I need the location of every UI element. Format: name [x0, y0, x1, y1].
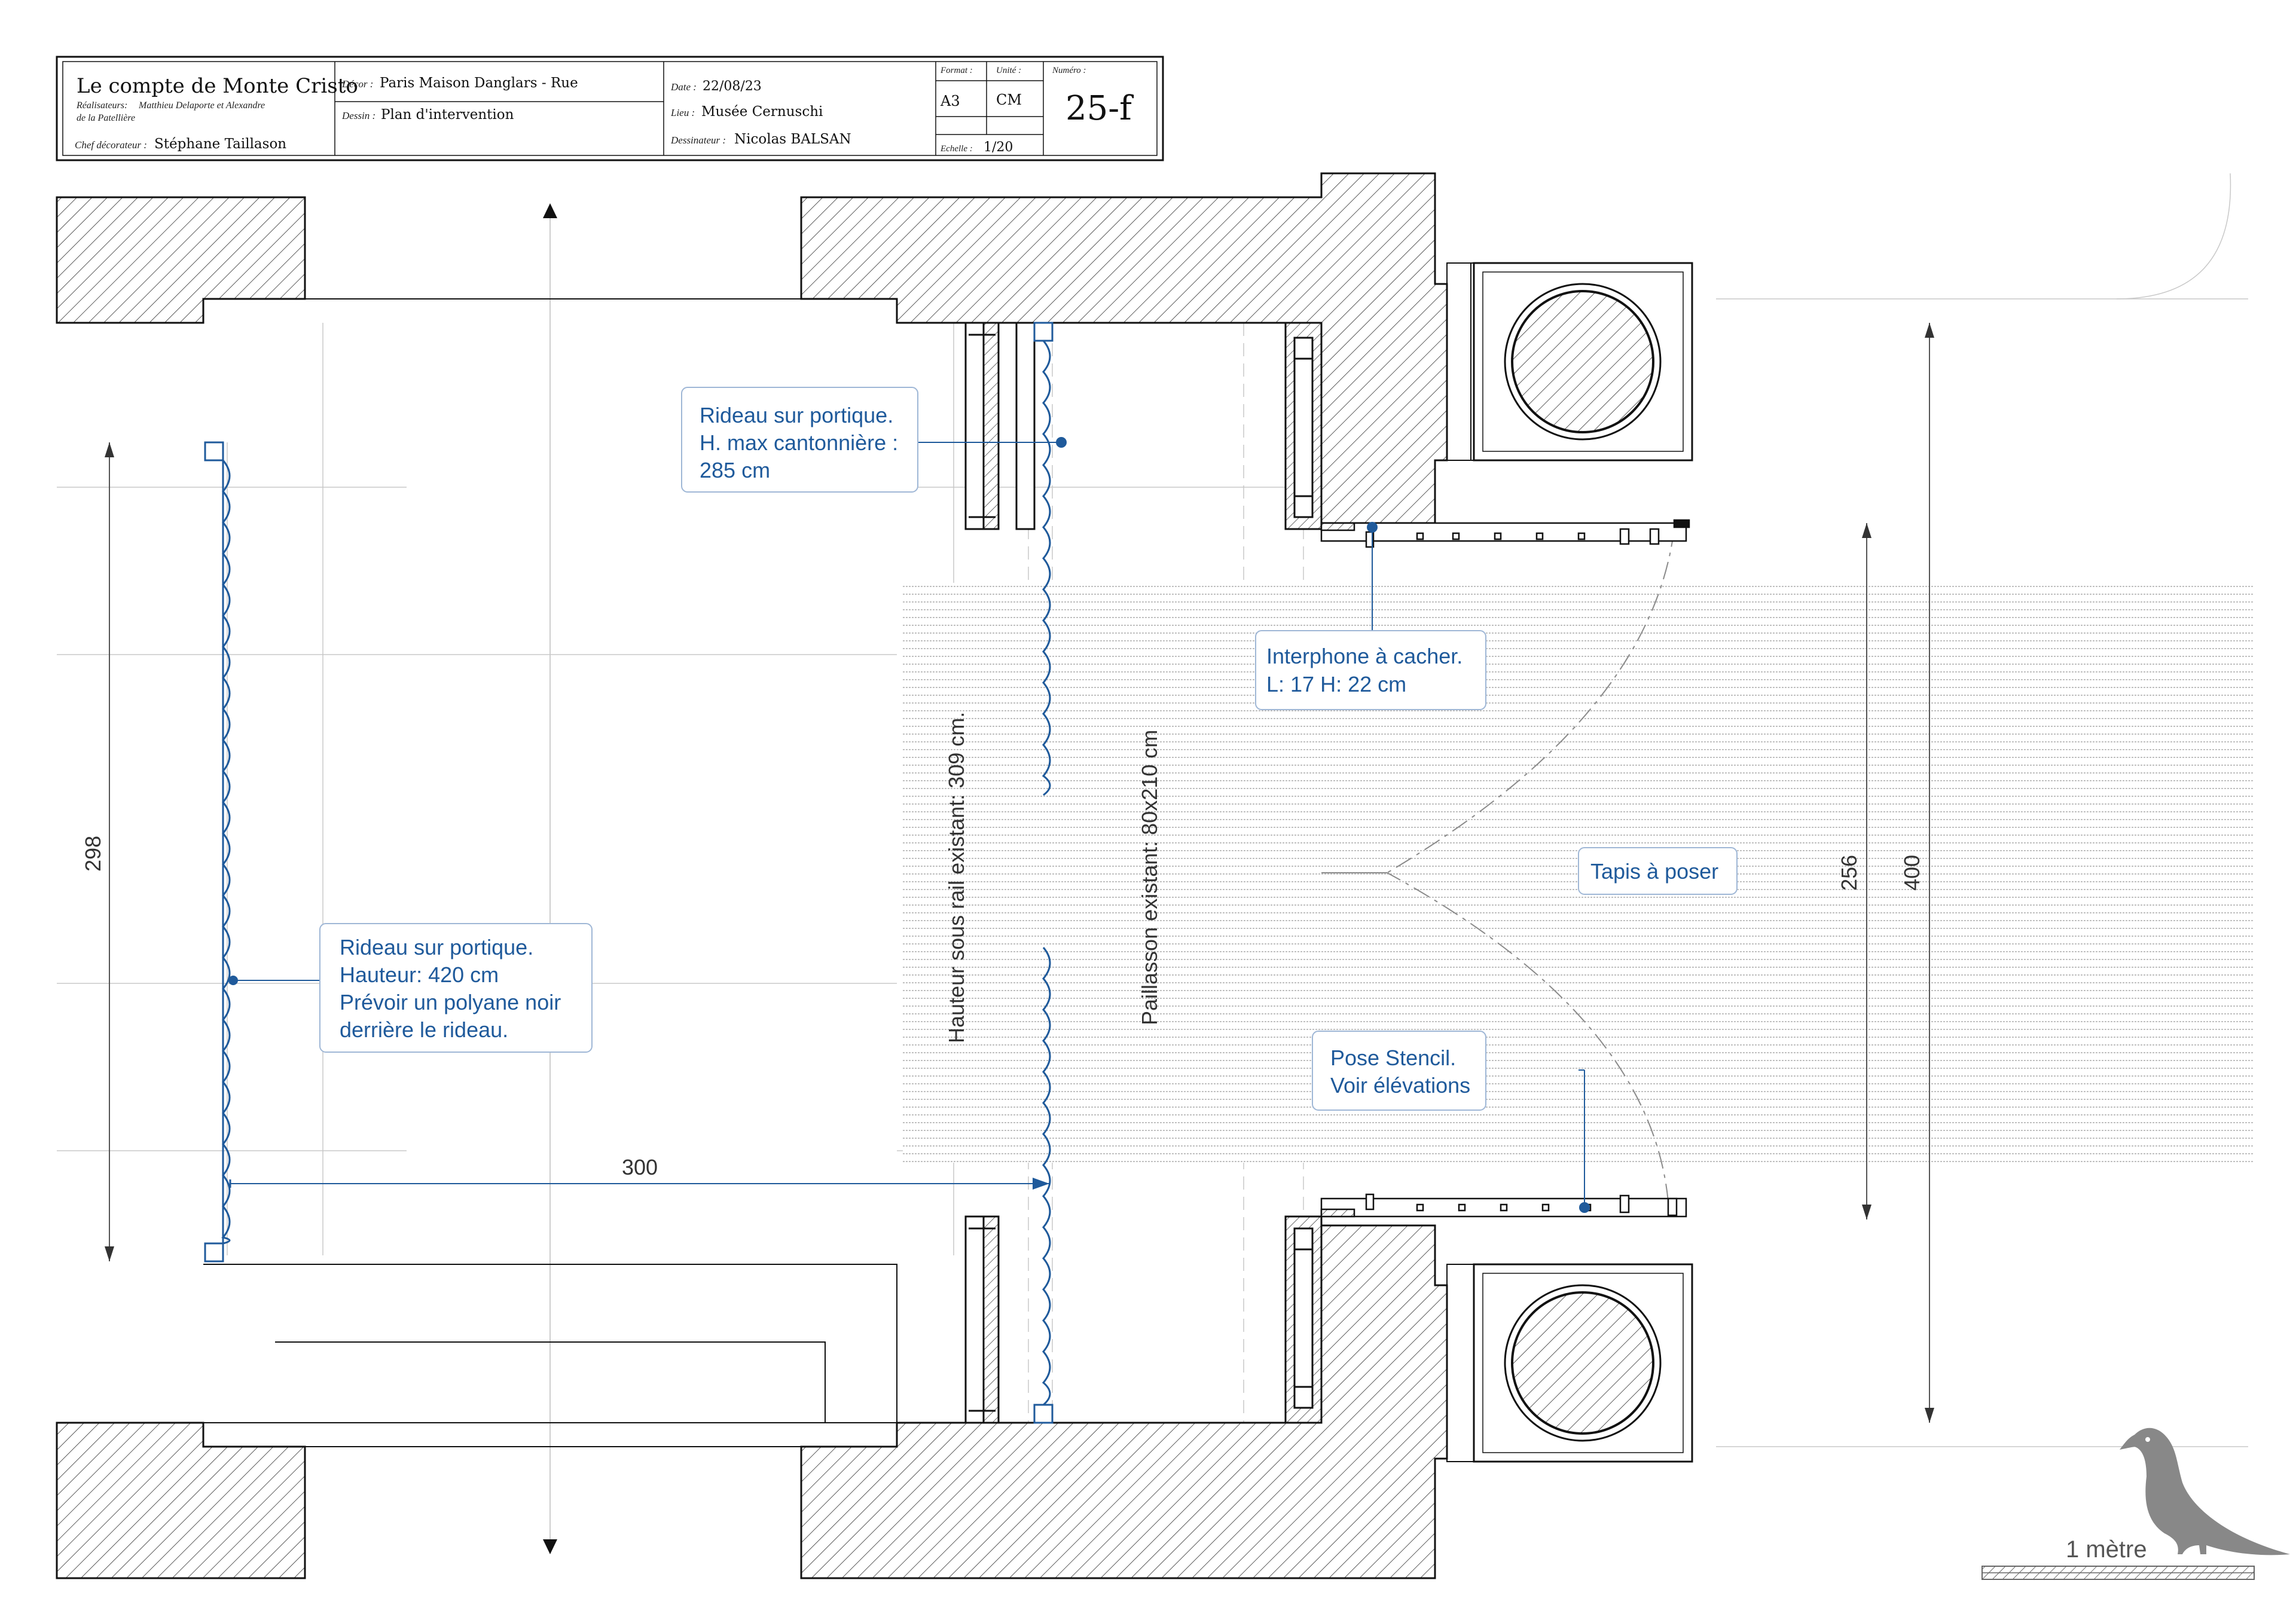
- directors-line2: de la Patellière: [77, 113, 135, 123]
- planter-bottom: [1446, 1263, 1693, 1463]
- numero-label: Numéro :: [1052, 66, 1086, 75]
- note-paillasson: Paillasson existant: 80x210 cm: [1137, 730, 1162, 1025]
- door-frame-top-right: [1284, 322, 1323, 530]
- callout-tapis: Tapis à poser: [1578, 847, 1738, 895]
- unite-value: CM: [996, 91, 1022, 108]
- chef-label: Chef décorateur :: [75, 139, 147, 151]
- callout-stencil-line1: Pose Stencil.: [1330, 1046, 1456, 1070]
- callout-rideau-top-line2: H. max cantonnière :: [700, 430, 898, 455]
- directors-label: Réalisateurs:: [76, 100, 127, 111]
- dessin-label: Dessin :: [341, 110, 375, 121]
- date-label: Date :: [670, 81, 697, 93]
- callout-stencil: Pose Stencil. Voir élévations: [1312, 1031, 1486, 1111]
- unite-label: Unité :: [996, 66, 1021, 75]
- callout-interphone: Interphone à cacher. L: 17 H: 22 cm: [1255, 630, 1486, 710]
- numero-value: 25-f: [1065, 89, 1134, 128]
- lieu-label: Lieu :: [670, 107, 695, 118]
- callout-stencil-line2: Voir élévations: [1330, 1073, 1470, 1098]
- dimension-256: 256: [1837, 523, 1871, 1219]
- title-block-inner-frame: [62, 61, 1158, 156]
- title-block-frame: [56, 56, 1164, 161]
- dimension-400: 400: [1900, 323, 1934, 1423]
- format-label: Format :: [940, 66, 973, 75]
- scale-bar-label: 1 mètre: [2066, 1536, 2147, 1563]
- callout-interphone-line2: L: 17 H: 22 cm: [1266, 672, 1406, 696]
- format-value: A3: [940, 93, 960, 109]
- chef-value: Stéphane Taillason: [154, 136, 286, 152]
- planter-top: [1446, 262, 1693, 461]
- decor-label: Décor :: [341, 78, 373, 90]
- callout-tapis-line1: Tapis à poser: [1590, 859, 1718, 884]
- central-wall-top: [800, 172, 1448, 524]
- echelle-label: Echelle :: [940, 144, 973, 154]
- callout-rideau-top-line3: 285 cm: [700, 458, 770, 482]
- curtain-center-top: [1033, 322, 1054, 796]
- callout-rideau-top: Rideau sur portique. H. max cantonnière …: [681, 387, 918, 493]
- guide-lines: [57, 173, 2248, 1542]
- directors-line1: Matthieu Delaporte et Alexandre: [138, 100, 265, 111]
- leader-lines: [233, 442, 1585, 1208]
- echelle-value: 1/20: [984, 140, 1013, 155]
- gate-rail-bottom: [1320, 1193, 1687, 1218]
- dimension-300-label: 300: [622, 1155, 658, 1179]
- dimension-298: 298: [81, 442, 114, 1261]
- dimension-256-label: 256: [1837, 855, 1861, 891]
- date-value: 22/08/23: [703, 79, 762, 94]
- central-wall-bottom: [800, 1224, 1448, 1579]
- dessin-value: Plan d'intervention: [381, 107, 514, 123]
- dimension-298-label: 298: [81, 836, 105, 872]
- door-frame-bottom-left: [964, 1215, 1000, 1424]
- curtain-left: [204, 441, 231, 1263]
- callout-interphone-line1: Interphone à cacher.: [1266, 644, 1463, 668]
- note-hauteur-rail: Hauteur sous rail existant: 309 cm.: [944, 712, 969, 1043]
- callout-rideau-left-line2: Hauteur: 420 cm: [340, 962, 499, 987]
- callout-rideau-left-line3: Prévoir un polyane noir: [340, 990, 561, 1014]
- callout-rideau-left-line4: derrière le rideau.: [340, 1017, 508, 1042]
- left-wall-top: [56, 196, 802, 324]
- callout-rideau-top-line1: Rideau sur portique.: [700, 403, 893, 427]
- title-block: Le compte de Monte Cristo Réalisateurs: …: [56, 56, 1164, 161]
- left-wall-bottom: [56, 1264, 897, 1579]
- scale-bar: 1 mètre: [1981, 1536, 2255, 1580]
- callout-rideau-left: Rideau sur portique. Hauteur: 420 cm Pré…: [319, 923, 593, 1053]
- crow-logo-icon: [2120, 1428, 2290, 1555]
- decor-value: Paris Maison Danglars - Rue: [380, 75, 578, 91]
- anchor-dots: [228, 437, 1590, 1213]
- curtain-center-bottom: [1033, 947, 1054, 1424]
- lieu-value: Musée Cernuschi: [701, 104, 823, 120]
- door-frame-top-left: [964, 322, 1036, 530]
- axis-arrows: [543, 203, 557, 1554]
- door-frame-bottom-right: [1284, 1215, 1323, 1424]
- dimension-400-label: 400: [1900, 855, 1924, 891]
- callout-rideau-left-line1: Rideau sur portique.: [340, 935, 533, 959]
- dessinateur-value: Nicolas BALSAN: [734, 132, 851, 147]
- dessinateur-label: Dessinateur :: [670, 135, 726, 146]
- dimension-300: 300: [229, 1155, 1049, 1190]
- project-title: Le compte de Monte Cristo: [77, 74, 358, 98]
